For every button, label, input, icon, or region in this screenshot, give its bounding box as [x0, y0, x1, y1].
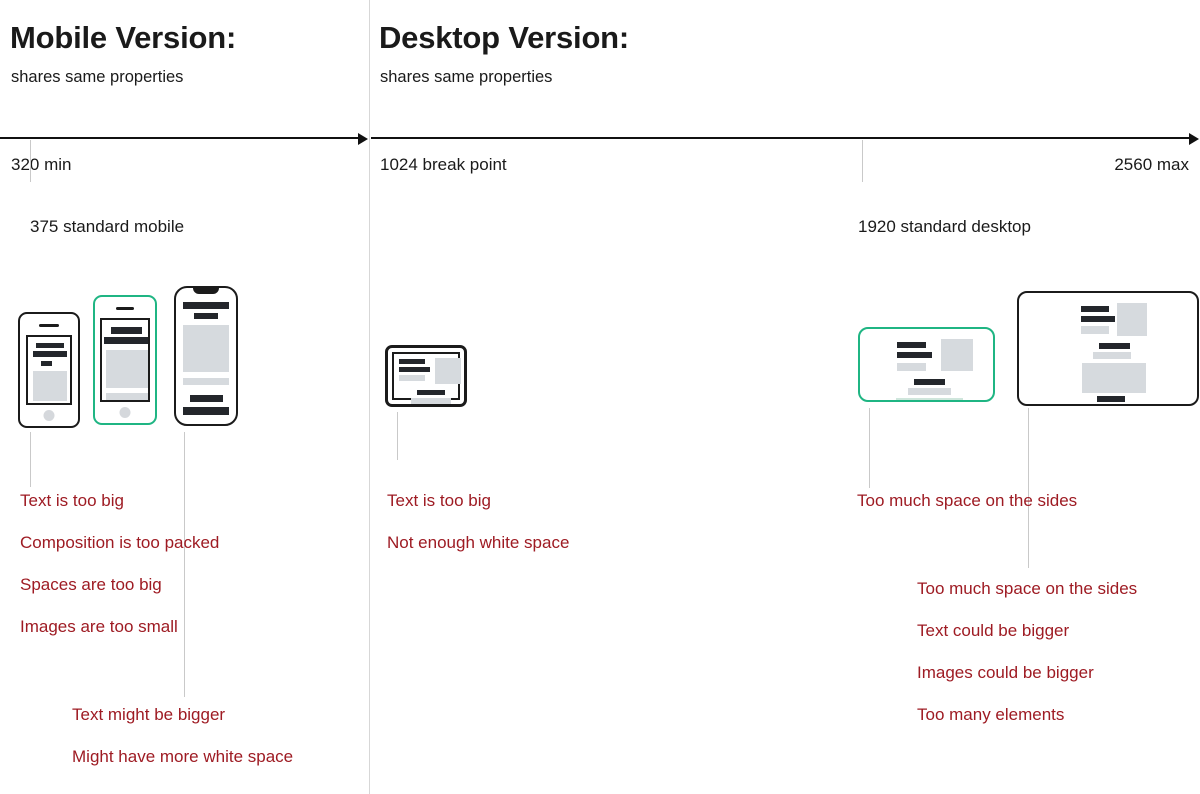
device-phone-small[interactable]: [18, 312, 80, 428]
mobile-min-tick: [30, 140, 31, 182]
connector-laptop-breakpoint: [869, 408, 870, 488]
mobile-min-label: 320 min: [11, 155, 72, 174]
phone-small-screen: [26, 335, 72, 405]
wireframe-heading-block: [399, 367, 430, 372]
phone-notch-icon: [193, 288, 219, 294]
laptop-screen: [392, 352, 461, 404]
desktop-section-title: Desktop Version:: [379, 20, 630, 55]
device-desktop-standard[interactable]: [858, 327, 995, 402]
desktop-axis-arrowhead: [1189, 133, 1199, 145]
device-phone-standard[interactable]: [93, 295, 157, 425]
wireframe-image-block: [183, 325, 229, 372]
desktop-axis-line: [371, 137, 1190, 139]
wireframe-button-block: [417, 390, 445, 395]
wireframe-image-block: [33, 371, 67, 401]
wireframe-image-block: [1082, 363, 1146, 393]
wireframe-text-block: [1093, 352, 1131, 359]
note-desktop-c-3: Too many elements: [917, 705, 1065, 724]
wireframe-heading-block: [36, 343, 64, 348]
wireframe-label-block: [41, 361, 52, 366]
wireframe-image-block: [1117, 303, 1147, 336]
wireframe-heading-block: [183, 302, 229, 309]
wireframe-heading-block: [897, 352, 932, 358]
note-desktop-c-1: Text could be bigger: [917, 621, 1070, 640]
wireframe-heading-block: [33, 351, 67, 357]
note-mobile-a-0: Text is too big: [20, 491, 124, 510]
wireframe-button-block: [914, 379, 945, 385]
mobile-section-subtitle: shares same properties: [11, 68, 184, 86]
note-mobile-a-1: Composition is too packed: [20, 533, 220, 552]
phone-home-button-icon[interactable]: [119, 407, 131, 418]
note-mobile-b-1: Might have more white space: [72, 747, 294, 766]
connector-phone-tall: [184, 432, 185, 697]
wireframe-button-block: [190, 395, 223, 402]
wireframe-image-block: [435, 358, 461, 384]
wireframe-heading-block: [111, 327, 142, 334]
column-divider: [369, 0, 370, 794]
desktop-standard-tick: [862, 140, 863, 182]
device-desktop-max[interactable]: [1017, 291, 1199, 406]
wireframe-heading-block: [897, 342, 926, 348]
wireframe-text-block: [1081, 326, 1109, 334]
wireframe-text-block: [399, 375, 425, 381]
wireframe-footer-block: [411, 398, 451, 404]
wireframe-button-block: [1097, 396, 1125, 402]
note-mobile-a-2: Spaces are too big: [20, 575, 162, 594]
mobile-section-title: Mobile Version:: [10, 20, 237, 55]
wireframe-text-block: [897, 363, 926, 371]
device-laptop-breakpoint[interactable]: [385, 345, 467, 407]
wireframe-image-block: [106, 350, 148, 388]
phone-speaker-icon: [39, 324, 59, 327]
phone-speaker-icon: [116, 307, 134, 310]
connector-desktop-laptop: [397, 412, 398, 460]
phone-standard-screen: [100, 318, 150, 402]
wireframe-button-block: [183, 407, 229, 415]
wireframe-button-block: [1099, 343, 1130, 349]
wireframe-heading-block: [1081, 316, 1115, 322]
connector-desktop-max: [1028, 408, 1029, 568]
phone-home-button-icon[interactable]: [43, 410, 55, 421]
note-desktop-a-0: Text is too big: [387, 491, 491, 510]
mobile-axis-line: [0, 137, 360, 139]
note-desktop-c-0: Too much space on the sides: [917, 579, 1138, 598]
note-mobile-b-0: Text might be bigger: [72, 705, 226, 724]
note-desktop-b-0: Too much space on the sides: [857, 491, 1078, 510]
device-phone-tall[interactable]: [174, 286, 238, 426]
wireframe-text-block: [183, 378, 229, 385]
wireframe-subheading-block: [194, 313, 218, 319]
wireframe-image-block: [941, 339, 973, 371]
desktop-section-subtitle: shares same properties: [380, 68, 553, 86]
wireframe-heading-block: [1081, 306, 1109, 312]
wireframe-text-block: [908, 388, 951, 395]
desktop-standard-label: 1920 standard desktop: [858, 217, 1031, 236]
connector-phone-small: [30, 432, 31, 487]
note-desktop-a-1: Not enough white space: [387, 533, 570, 552]
mobile-axis-arrowhead: [358, 133, 368, 145]
note-desktop-c-2: Images could be bigger: [917, 663, 1094, 682]
desktop-breakpoint-label: 1024 break point: [380, 155, 507, 174]
wireframe-footer-block: [896, 398, 963, 400]
note-mobile-a-3: Images are too small: [20, 617, 178, 636]
wireframe-heading-block: [104, 337, 148, 344]
wireframe-heading-block: [399, 359, 425, 364]
mobile-standard-label: 375 standard mobile: [30, 217, 185, 236]
desktop-max-label: 2560 max: [1114, 155, 1189, 174]
wireframe-footer-block: [106, 393, 148, 400]
